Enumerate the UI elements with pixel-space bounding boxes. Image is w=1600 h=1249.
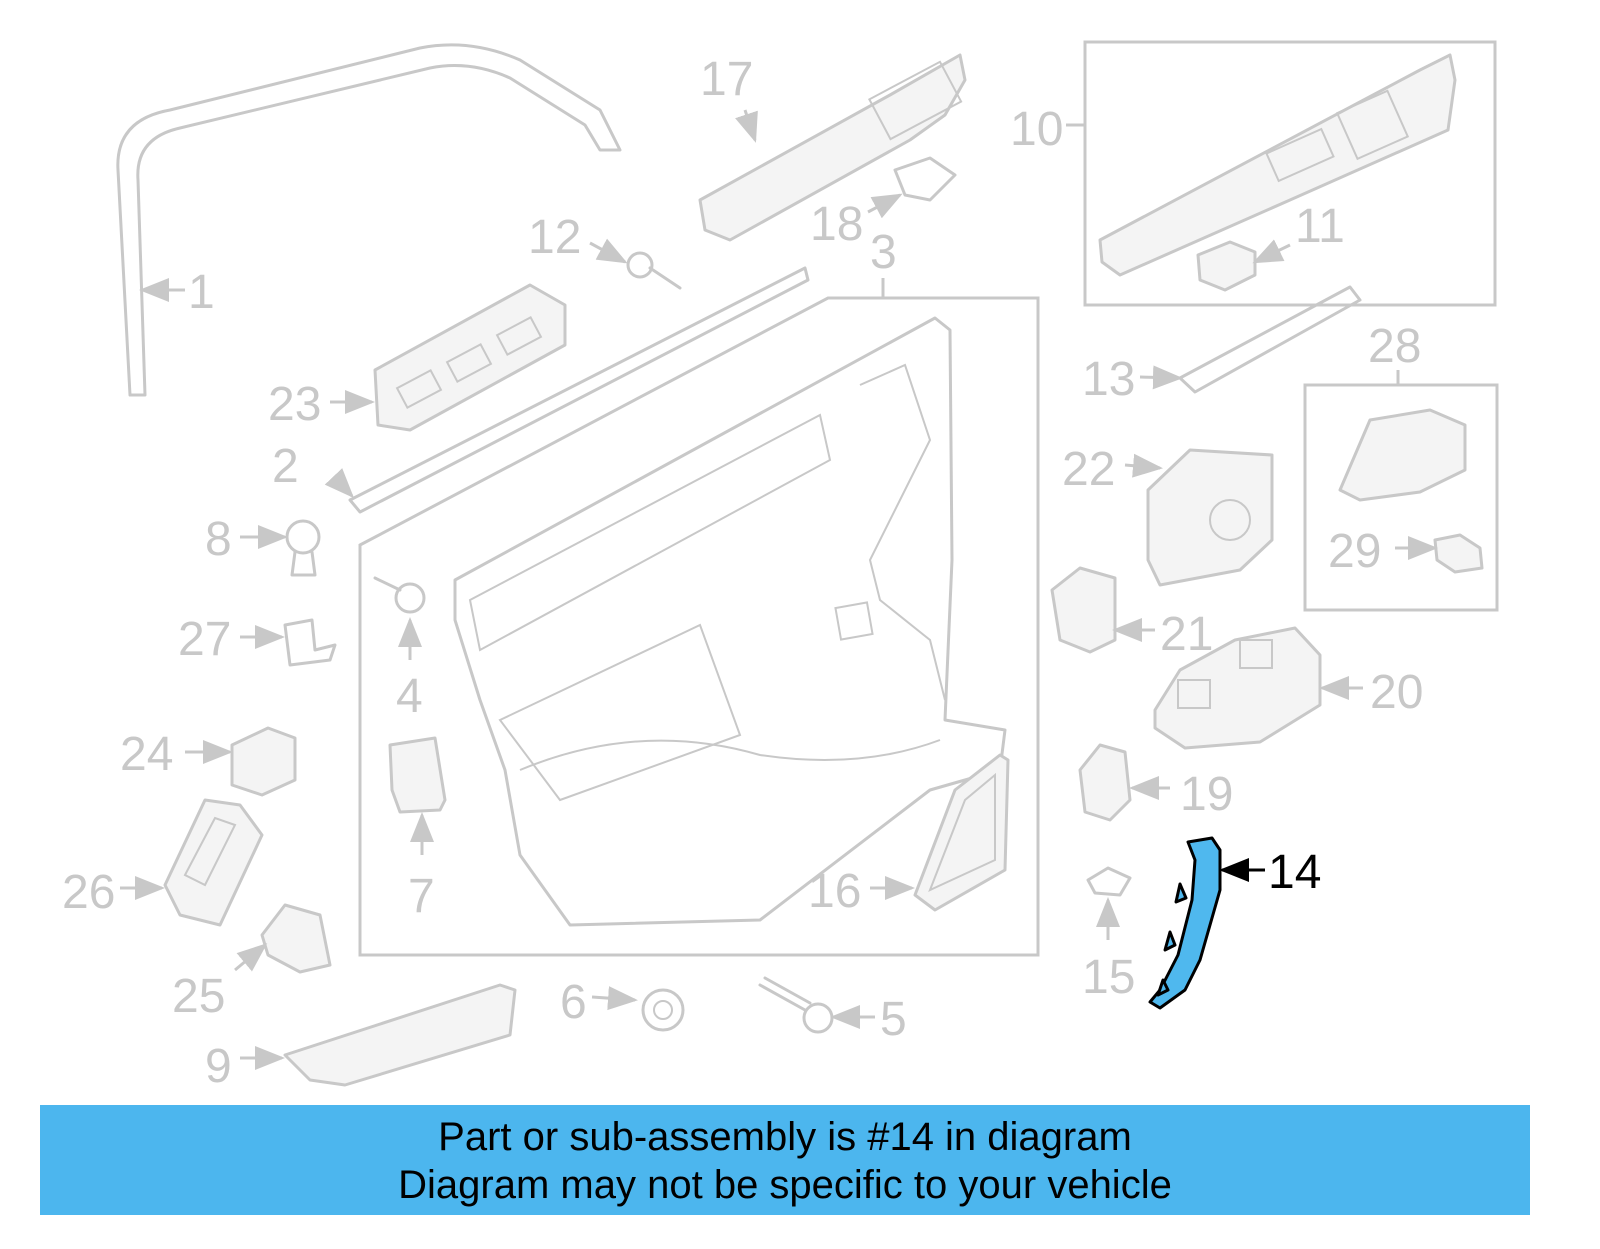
part-22-switch — [1146, 448, 1274, 587]
part-1-frame-molding — [116, 43, 622, 397]
part-9-scuff-trim — [283, 983, 517, 1087]
info-banner: Part or sub-assembly is #14 in diagram D… — [40, 1105, 1530, 1215]
part-12-screw — [626, 251, 682, 290]
banner-line-disclaimer: Diagram may not be specific to your vehi… — [398, 1163, 1172, 1207]
part-27-retainer — [283, 618, 337, 667]
callout-17: 17 — [700, 53, 753, 106]
callout-23: 23 — [268, 378, 321, 431]
part-26-handle-housing — [163, 798, 264, 927]
part-4-push-pin — [373, 576, 426, 614]
callout-19: 19 — [1180, 768, 1233, 821]
part-17-armrest-trim — [698, 53, 967, 242]
callout-18: 18 — [810, 198, 863, 251]
callout-8: 8 — [205, 513, 232, 566]
part-7-bracket — [388, 736, 447, 814]
part-3-door-trim-panel — [358, 296, 1040, 957]
callout-16: 16 — [808, 865, 861, 918]
callout-27: 27 — [178, 613, 231, 666]
callout-5: 5 — [880, 993, 907, 1046]
callout-14: 14 — [1268, 846, 1321, 899]
part-29-screw — [1433, 533, 1484, 574]
part-5-bolt — [758, 976, 834, 1034]
callout-22: 22 — [1062, 443, 1115, 496]
callout-7: 7 — [408, 870, 435, 923]
part-21-switch — [1050, 566, 1117, 654]
part-16-speaker-grille — [913, 753, 1010, 912]
callout-9: 9 — [205, 1040, 232, 1093]
part-28-handle-box — [1303, 383, 1499, 612]
callout-labels: 1 2 3 4 5 6 7 8 9 10 11 12 13 14 15 16 1… — [62, 53, 1423, 1093]
callout-10: 10 — [1010, 103, 1063, 156]
callout-24: 24 — [120, 728, 173, 781]
part-23-switch-panel — [373, 283, 567, 432]
part-2-belt-weatherstrip — [348, 266, 810, 514]
callout-28: 28 — [1368, 320, 1421, 373]
part-20-window-switch — [1153, 626, 1322, 750]
callout-6: 6 — [560, 976, 587, 1029]
part-24-switch — [230, 726, 297, 797]
part-18-clip — [893, 156, 957, 202]
part-8-push-pin — [285, 519, 321, 577]
callout-1: 1 — [188, 266, 215, 319]
callout-15: 15 — [1082, 951, 1135, 1004]
callout-12: 12 — [528, 211, 581, 264]
callout-13: 13 — [1082, 353, 1135, 406]
part-6-clip — [641, 988, 685, 1032]
callout-4: 4 — [396, 670, 423, 723]
callout-3: 3 — [870, 226, 897, 279]
part-13-molding-strip — [1178, 285, 1362, 394]
part-15-clip — [1086, 866, 1132, 897]
part-10-armrest-box — [1083, 40, 1497, 307]
callout-11: 11 — [1295, 200, 1345, 253]
callout-25: 25 — [172, 970, 225, 1023]
part-11-switch — [1196, 240, 1257, 292]
part-19-switch — [1078, 743, 1132, 822]
part-14-highlighted-panel — [1148, 836, 1222, 1010]
callout-2: 2 — [272, 440, 299, 493]
callout-21: 21 — [1160, 608, 1213, 661]
callout-29: 29 — [1328, 525, 1381, 578]
banner-line-part: Part or sub-assembly is #14 in diagram — [438, 1115, 1132, 1159]
callout-20: 20 — [1370, 666, 1423, 719]
leader-lines — [120, 109, 1438, 1070]
part-25-bracket — [260, 903, 332, 974]
callout-26: 26 — [62, 866, 115, 919]
